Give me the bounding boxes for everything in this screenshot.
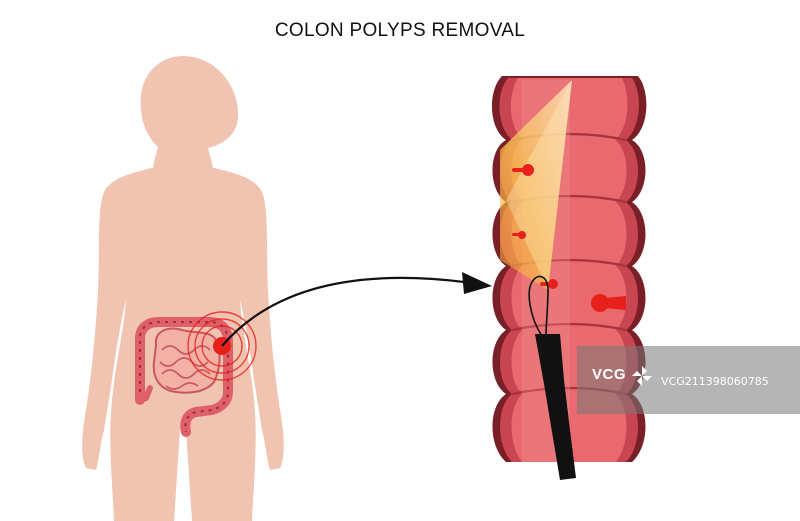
connector-arrow (221, 272, 492, 347)
small-intestine (152, 327, 221, 394)
watermark-banner (577, 346, 800, 414)
body-silhouette (82, 56, 284, 521)
polyp-2 (512, 231, 526, 239)
endoscope-tube (535, 334, 576, 480)
polyp-4 (591, 294, 626, 312)
watermark-logo: VCG (592, 366, 627, 383)
polyps (512, 164, 626, 312)
watermark-id: VCG211398060785 (661, 375, 769, 388)
snare-loop (528, 275, 549, 337)
endoscope (528, 275, 576, 480)
diagram-title: COLON POLYPS REMOVAL (274, 20, 526, 41)
pinwheel-icon (632, 366, 652, 386)
endoscope-light-beam (500, 80, 572, 290)
head (140, 56, 239, 176)
polyp-1 (512, 164, 534, 176)
